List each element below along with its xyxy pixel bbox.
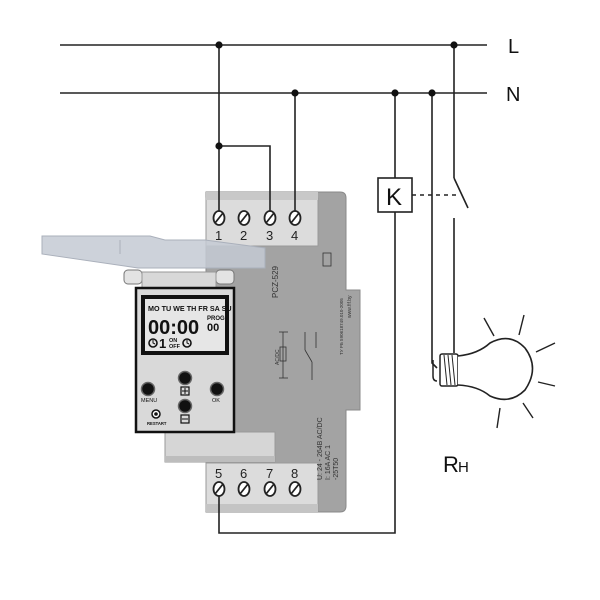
terminal-7-label: 7 — [266, 466, 273, 481]
junction-dot — [291, 89, 299, 97]
light-ray — [522, 402, 534, 419]
light-bulb-icon — [432, 314, 556, 429]
wire-relay-t5 — [218, 212, 396, 534]
hinge-right — [215, 269, 235, 285]
terminal-2-label: 2 — [240, 228, 247, 243]
light-ray — [496, 407, 501, 429]
spec-line2: I: 16A AC 1 — [325, 445, 332, 480]
wire-n-lamp — [431, 93, 438, 369]
clock-hands-icon — [152, 340, 156, 345]
bulb-contact — [432, 360, 438, 382]
load-label: R H — [443, 452, 469, 477]
ok-label: OK — [212, 398, 220, 404]
lcd-prog-value: 00 — [207, 322, 219, 334]
schematic-coil-icon — [279, 346, 287, 362]
ok-button[interactable]: OK — [209, 381, 225, 405]
model-label: PCZ-529 — [271, 265, 280, 298]
terminal-2[interactable]: 2 — [237, 210, 251, 243]
lcd-on-label: ON — [169, 338, 177, 344]
bulb-glass — [457, 337, 534, 401]
minus-icon — [180, 414, 190, 424]
light-ray — [483, 317, 495, 337]
terminal-8-label: 8 — [291, 466, 298, 481]
lcd-screen — [145, 299, 225, 351]
line-n-label: N — [506, 84, 520, 106]
clock-hands-icon-right — [186, 340, 190, 345]
clock-icon — [148, 338, 158, 348]
plus-icon — [180, 386, 190, 396]
minus-button[interactable] — [177, 398, 193, 424]
lcd-days: MO TU WE TH FR SA SU — [148, 304, 232, 313]
terminal-5-label: 5 — [215, 466, 222, 481]
light-ray — [535, 342, 556, 353]
junction-dot — [391, 89, 399, 97]
front-panel: MO TU WE TH FR SA SU 00:00 PROG 00 1 ON … — [134, 286, 236, 434]
relay-contact-switch — [453, 177, 469, 209]
menu-button[interactable]: MENU — [140, 381, 157, 405]
acdc-label: AC/DC — [275, 349, 281, 365]
bottom-terminal-rail — [206, 504, 318, 512]
hinge-bar — [141, 271, 217, 289]
load-label-sub: H — [458, 459, 469, 476]
line-l-label: L — [508, 36, 519, 58]
terminal-7[interactable]: 7 — [263, 466, 277, 497]
restart-label: RESTART — [147, 421, 167, 426]
device-side-markings: PCZ-529 AC/DC U: 24 - 264B AC/DC I: 16A … — [271, 252, 353, 480]
transparent-lid — [41, 235, 266, 289]
lcd-time: 00:00 — [148, 317, 199, 339]
light-ray — [518, 314, 525, 336]
junction-dot — [450, 41, 458, 49]
hinge-left — [123, 269, 143, 285]
terminal-5[interactable]: 5 — [212, 466, 226, 497]
restart-button[interactable]: RESTART — [147, 409, 167, 426]
junction-dot — [215, 41, 223, 49]
menu-label: MENU — [141, 398, 157, 404]
terminal-6-label: 6 — [240, 466, 247, 481]
terminal-4-label: 4 — [291, 228, 298, 243]
spec-line1: U: 24 - 264B AC/DC — [317, 417, 324, 480]
lcd-channel: 1 — [159, 336, 166, 351]
clock-icon-right — [182, 338, 192, 348]
relay-box — [377, 177, 413, 213]
relay-label: K — [386, 184, 402, 211]
lid-cover — [41, 235, 266, 269]
load-label-main: R — [443, 452, 459, 477]
terminal-1-label: 1 — [215, 228, 222, 243]
plus-button[interactable] — [177, 370, 193, 396]
bottom-terminals: 5 6 7 8 — [212, 466, 302, 497]
relay-k: K — [377, 177, 413, 213]
wire-t1-t3 — [219, 145, 271, 211]
lcd-off-label: OFF — [169, 344, 181, 350]
front-step-shadow — [165, 456, 275, 462]
cert-mark-icon — [322, 252, 332, 267]
wiring — [215, 41, 469, 534]
spec-line3: -25T50 — [333, 458, 340, 480]
light-ray — [537, 381, 556, 387]
cert-text: ТУ РБ 590618749.010-2005 — [339, 298, 344, 355]
web-text: www.fif.by — [347, 295, 353, 318]
junction-dot — [428, 89, 436, 97]
top-terminal-rail — [206, 192, 318, 200]
junction-dot — [215, 142, 223, 150]
top-terminals: 1 2 3 4 — [212, 210, 302, 243]
terminal-6[interactable]: 6 — [237, 466, 251, 497]
terminal-8[interactable]: 8 — [288, 466, 302, 497]
terminal-3-label: 3 — [266, 228, 273, 243]
lcd-prog-label: PROG — [207, 316, 225, 322]
